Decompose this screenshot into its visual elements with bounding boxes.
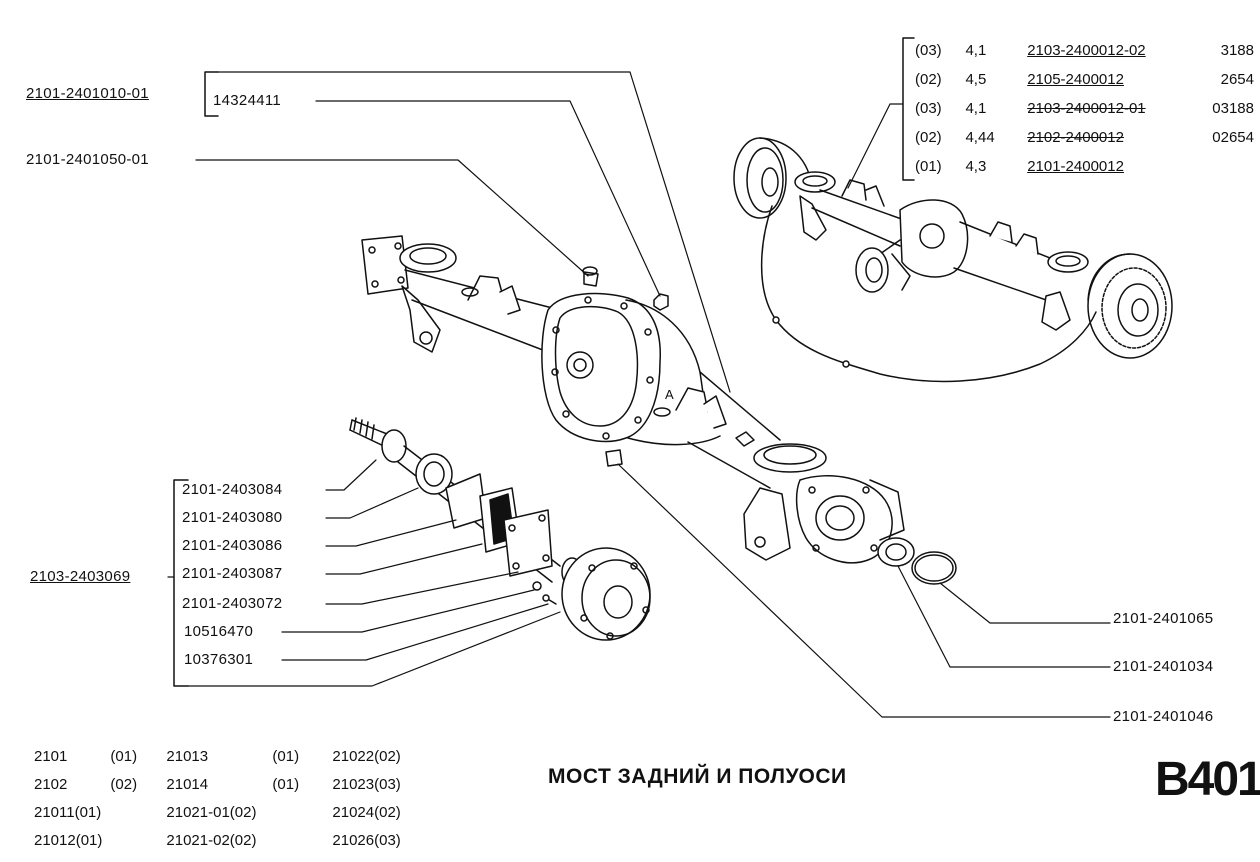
applicability-cell: 2102 xyxy=(34,775,68,793)
gear-ratio-row: (03) 4,1 2103-2400012-01 03188 xyxy=(915,94,1260,123)
halfshaft-part: 2101-2403086 xyxy=(182,537,283,554)
applicability-cell xyxy=(110,798,166,826)
gear-ratio-value: 4,1 xyxy=(965,100,987,117)
applicability-cell xyxy=(110,826,166,854)
plug-part-number: 2101-2401046 xyxy=(1113,708,1214,725)
halfshaft-part: 2101-2403087 xyxy=(182,565,283,582)
halfshaft-part: 2101-2403084 xyxy=(182,481,283,498)
applicability-cell: 21011(01) xyxy=(34,803,102,821)
breather-part-number: 2101-2401050-01 xyxy=(26,151,149,168)
gear-ratio-variant: (03) xyxy=(915,100,942,117)
applicability-cell: 21023(03) xyxy=(332,775,401,793)
sheet-code: B401 xyxy=(1155,753,1260,806)
applicability-cell: 2101 xyxy=(34,747,68,765)
gear-ratio-code: 3188 xyxy=(1220,42,1254,59)
assembly-brackets xyxy=(173,37,915,687)
axle-assembly-number: 2101-2401010-01 xyxy=(26,85,149,102)
gear-ratio-table: (03) 4,1 2103-2400012-02 3188 (02) 4,5 2105-24… xyxy=(915,36,1260,181)
applicability-row: 2102 (02) 21014 (01) 21023(03) xyxy=(34,770,430,798)
halfshaft-part: 10376301 xyxy=(184,651,254,668)
applicability-cell: 21024(02) xyxy=(332,803,401,821)
halfshaft-drawing xyxy=(349,417,651,641)
gear-ratio-row: (01) 4,3 2101-2400012 xyxy=(915,152,1260,181)
applicability-cell: 21021-02(02) xyxy=(166,831,257,849)
gear-ratio-variant: (01) xyxy=(915,158,942,175)
gear-ratio-value: 4,44 xyxy=(965,129,995,146)
gear-ratio-value: 4,3 xyxy=(965,158,987,175)
leader-lines xyxy=(167,71,1111,718)
halfshaft-part: 2101-2403072 xyxy=(182,595,283,612)
gear-ratio-variant: (02) xyxy=(915,129,942,146)
gear-ratio-row: (03) 4,1 2103-2400012-02 3188 xyxy=(915,36,1260,65)
gear-ratio-code: 02654 xyxy=(1212,129,1254,146)
applicability-cell: 21014 xyxy=(166,775,209,793)
applicability-row: 2101 (01) 21013 (01) 21022(02) xyxy=(34,742,430,770)
gear-ratio-part: 2103-2400012-01 xyxy=(1027,100,1146,117)
gear-ratio-code xyxy=(1205,152,1260,181)
rear-axle-housing-drawing xyxy=(361,235,957,585)
applicability-cell xyxy=(272,798,332,826)
applicability-cell: 21013 xyxy=(166,747,209,765)
halfshaft-part: 10516470 xyxy=(184,623,254,640)
seal-ring-part-number: 2101-2401065 xyxy=(1113,610,1214,627)
gear-ratio-variant: (03) xyxy=(915,42,942,59)
gear-ratio-row: (02) 4,5 2105-2400012 2654 xyxy=(915,65,1260,94)
gear-ratio-part: 2103-2400012-02 xyxy=(1027,42,1146,59)
applicability-cell: (01) xyxy=(272,747,300,765)
applicability-row: 21011(01) 21021-01(02) 21024(02) xyxy=(34,798,430,826)
oil-seal-part-number: 2101-2401034 xyxy=(1113,658,1214,675)
applicability-cell xyxy=(272,826,332,854)
gear-ratio-variant: (02) xyxy=(915,71,942,88)
gear-ratio-value: 4,5 xyxy=(965,71,987,88)
applicability-cell: (02) xyxy=(110,775,138,793)
halfshaft-assembly-number: 2103-2403069 xyxy=(30,568,131,585)
axle-assembly-view-drawing xyxy=(733,137,1173,383)
applicability-cell: 21012(01) xyxy=(34,831,103,849)
applicability-cell: 21022(02) xyxy=(332,747,401,765)
applicability-cell: (01) xyxy=(110,747,138,765)
gear-ratio-value: 4,1 xyxy=(965,42,987,59)
gear-ratio-row: (02) 4,44 2102-2400012 02654 xyxy=(915,123,1260,152)
gear-ratio-part: 2102-2400012 xyxy=(1027,129,1124,146)
gear-ratio-part: 2105-2400012 xyxy=(1027,71,1124,88)
halfshaft-part: 2101-2403080 xyxy=(182,509,283,526)
marker-a: A xyxy=(665,387,674,402)
applicability-cell: 21021-01(02) xyxy=(166,803,257,821)
applicability-row: 21012(01) 21021-02(02) 21026(03) xyxy=(34,826,430,854)
gear-ratio-code: 2654 xyxy=(1220,71,1254,88)
page-title: МОСТ ЗАДНИЙ И ПОЛУОСИ xyxy=(548,765,847,788)
applicability-table: 2101 (01) 21013 (01) 21022(02) 2102 (02) 21014 (… xyxy=(34,742,430,854)
gear-ratio-part: 2101-2400012 xyxy=(1027,158,1124,175)
applicability-cell: 21026(03) xyxy=(332,831,401,849)
applicability-cell: (01) xyxy=(272,775,300,793)
gear-ratio-code: 03188 xyxy=(1212,100,1254,117)
nut-part-number: 14324411 xyxy=(213,92,282,109)
